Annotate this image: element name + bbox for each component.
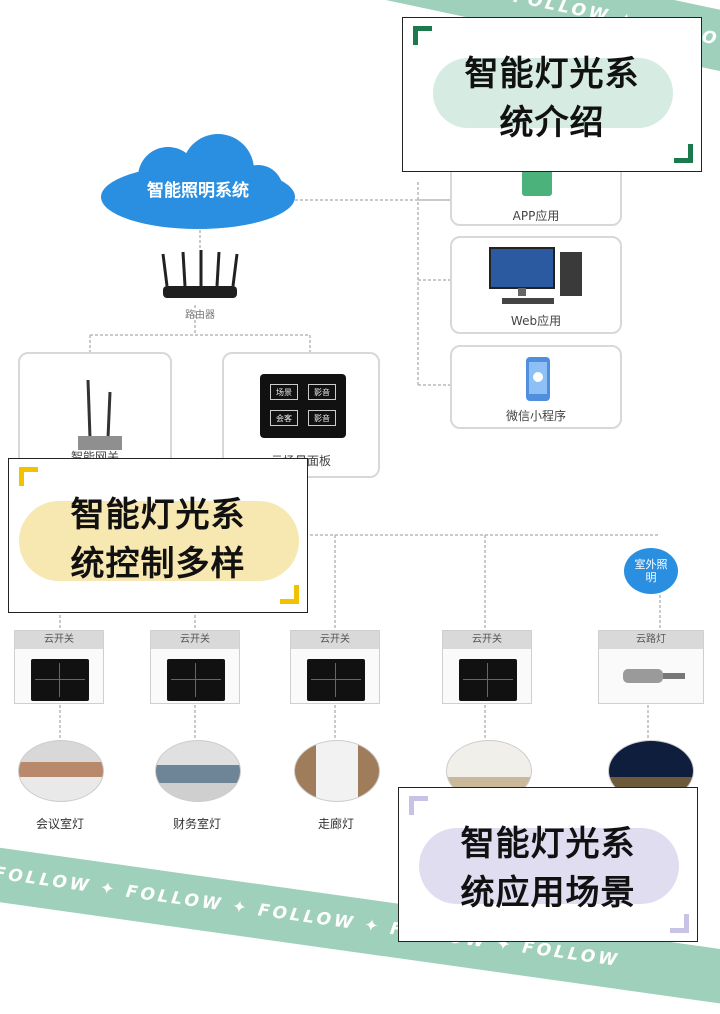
web-label: Web应用 (510, 314, 562, 328)
scene-key-1: 场景 (270, 384, 298, 400)
streetlight-label: 云路灯 (599, 631, 703, 649)
wechat-miniprogram-icon (526, 357, 550, 401)
cloud-icon (101, 134, 295, 229)
scene-key-2: 影音 (308, 384, 336, 400)
overlay-intro-line2: 统介绍 (499, 103, 605, 143)
intro-corner-bottom-icon (674, 144, 693, 163)
overlay-scenario-box: 智能灯光系 统应用场景 (398, 787, 698, 942)
phone-app-icon (522, 166, 552, 196)
switch-label-3: 云开关 (291, 631, 379, 649)
switch-card-4: 云开关 (442, 630, 532, 704)
switch-panel-1 (31, 659, 89, 701)
cloud-node: 智能照明系统 (98, 132, 298, 232)
scenario-corner-bottom-icon (670, 914, 689, 933)
overlay-scenario-line1: 智能灯光系 (460, 824, 636, 864)
scene-label-2: 财务室灯 (172, 817, 221, 831)
scenario-corner-top-icon (409, 796, 428, 815)
overlay-scenario-line2: 统应用场景 (460, 873, 636, 913)
router-label: 路由器 (185, 310, 215, 321)
switch-card-1: 云开关 (14, 630, 104, 704)
control-corner-bottom-icon (280, 585, 299, 604)
overlay-intro-line1: 智能灯光系 (464, 54, 640, 94)
scene-meeting-room-image (18, 740, 104, 802)
switch-panel-2 (167, 659, 225, 701)
scene-key-3: 会客 (270, 410, 298, 426)
outdoor-label: 室外照明 (634, 558, 668, 584)
miniprogram-label: 微信小程序 (505, 409, 566, 423)
control-brush-highlight (19, 501, 299, 581)
scene-key-4: 影音 (308, 410, 336, 426)
overlay-control-line2: 统控制多样 (70, 544, 246, 584)
scene-label-3: 走廊灯 (317, 817, 354, 831)
switch-label-2: 云开关 (151, 631, 239, 649)
scene-label-1: 会议室灯 (35, 817, 84, 831)
switch-card-3: 云开关 (290, 630, 380, 704)
app-label: APP应用 (512, 209, 560, 223)
control-corner-top-icon (19, 467, 38, 486)
switch-card-2: 云开关 (150, 630, 240, 704)
gateway-card: 智能网关 (18, 352, 172, 472)
scene-corridor-image (294, 740, 380, 802)
router-icon (161, 250, 239, 298)
overlay-control-box: 智能灯光系 统控制多样 (8, 458, 308, 613)
web-card: Web应用 (450, 236, 622, 334)
streetlight-card: 云路灯 (598, 630, 704, 704)
router-node: 路由器 (155, 248, 245, 323)
miniprogram-card: 微信小程序 (450, 345, 622, 429)
intro-brush-highlight (433, 58, 673, 128)
intro-corner-top-icon (413, 26, 432, 45)
scene-panel-card: 场景 影音 会客 影音 云场景面板 (222, 352, 380, 478)
scenario-brush-highlight (419, 828, 679, 904)
desktop-computer-icon (489, 247, 582, 304)
outdoor-badge: 室外照明 (624, 548, 678, 594)
switch-label-1: 云开关 (15, 631, 103, 649)
switch-panel-3 (307, 659, 365, 701)
scene-finance-room-image (155, 740, 241, 802)
overlay-intro-box: 智能灯光系 统介绍 (402, 17, 702, 172)
overlay-control-line1: 智能灯光系 (70, 495, 246, 535)
cloud-label: 智能照明系统 (147, 181, 249, 201)
switch-label-4: 云开关 (443, 631, 531, 649)
scene-panel-device: 场景 影音 会客 影音 (260, 374, 346, 438)
gateway-icon (78, 379, 122, 450)
streetlight-icon (623, 669, 685, 683)
switch-panel-4 (459, 659, 517, 701)
